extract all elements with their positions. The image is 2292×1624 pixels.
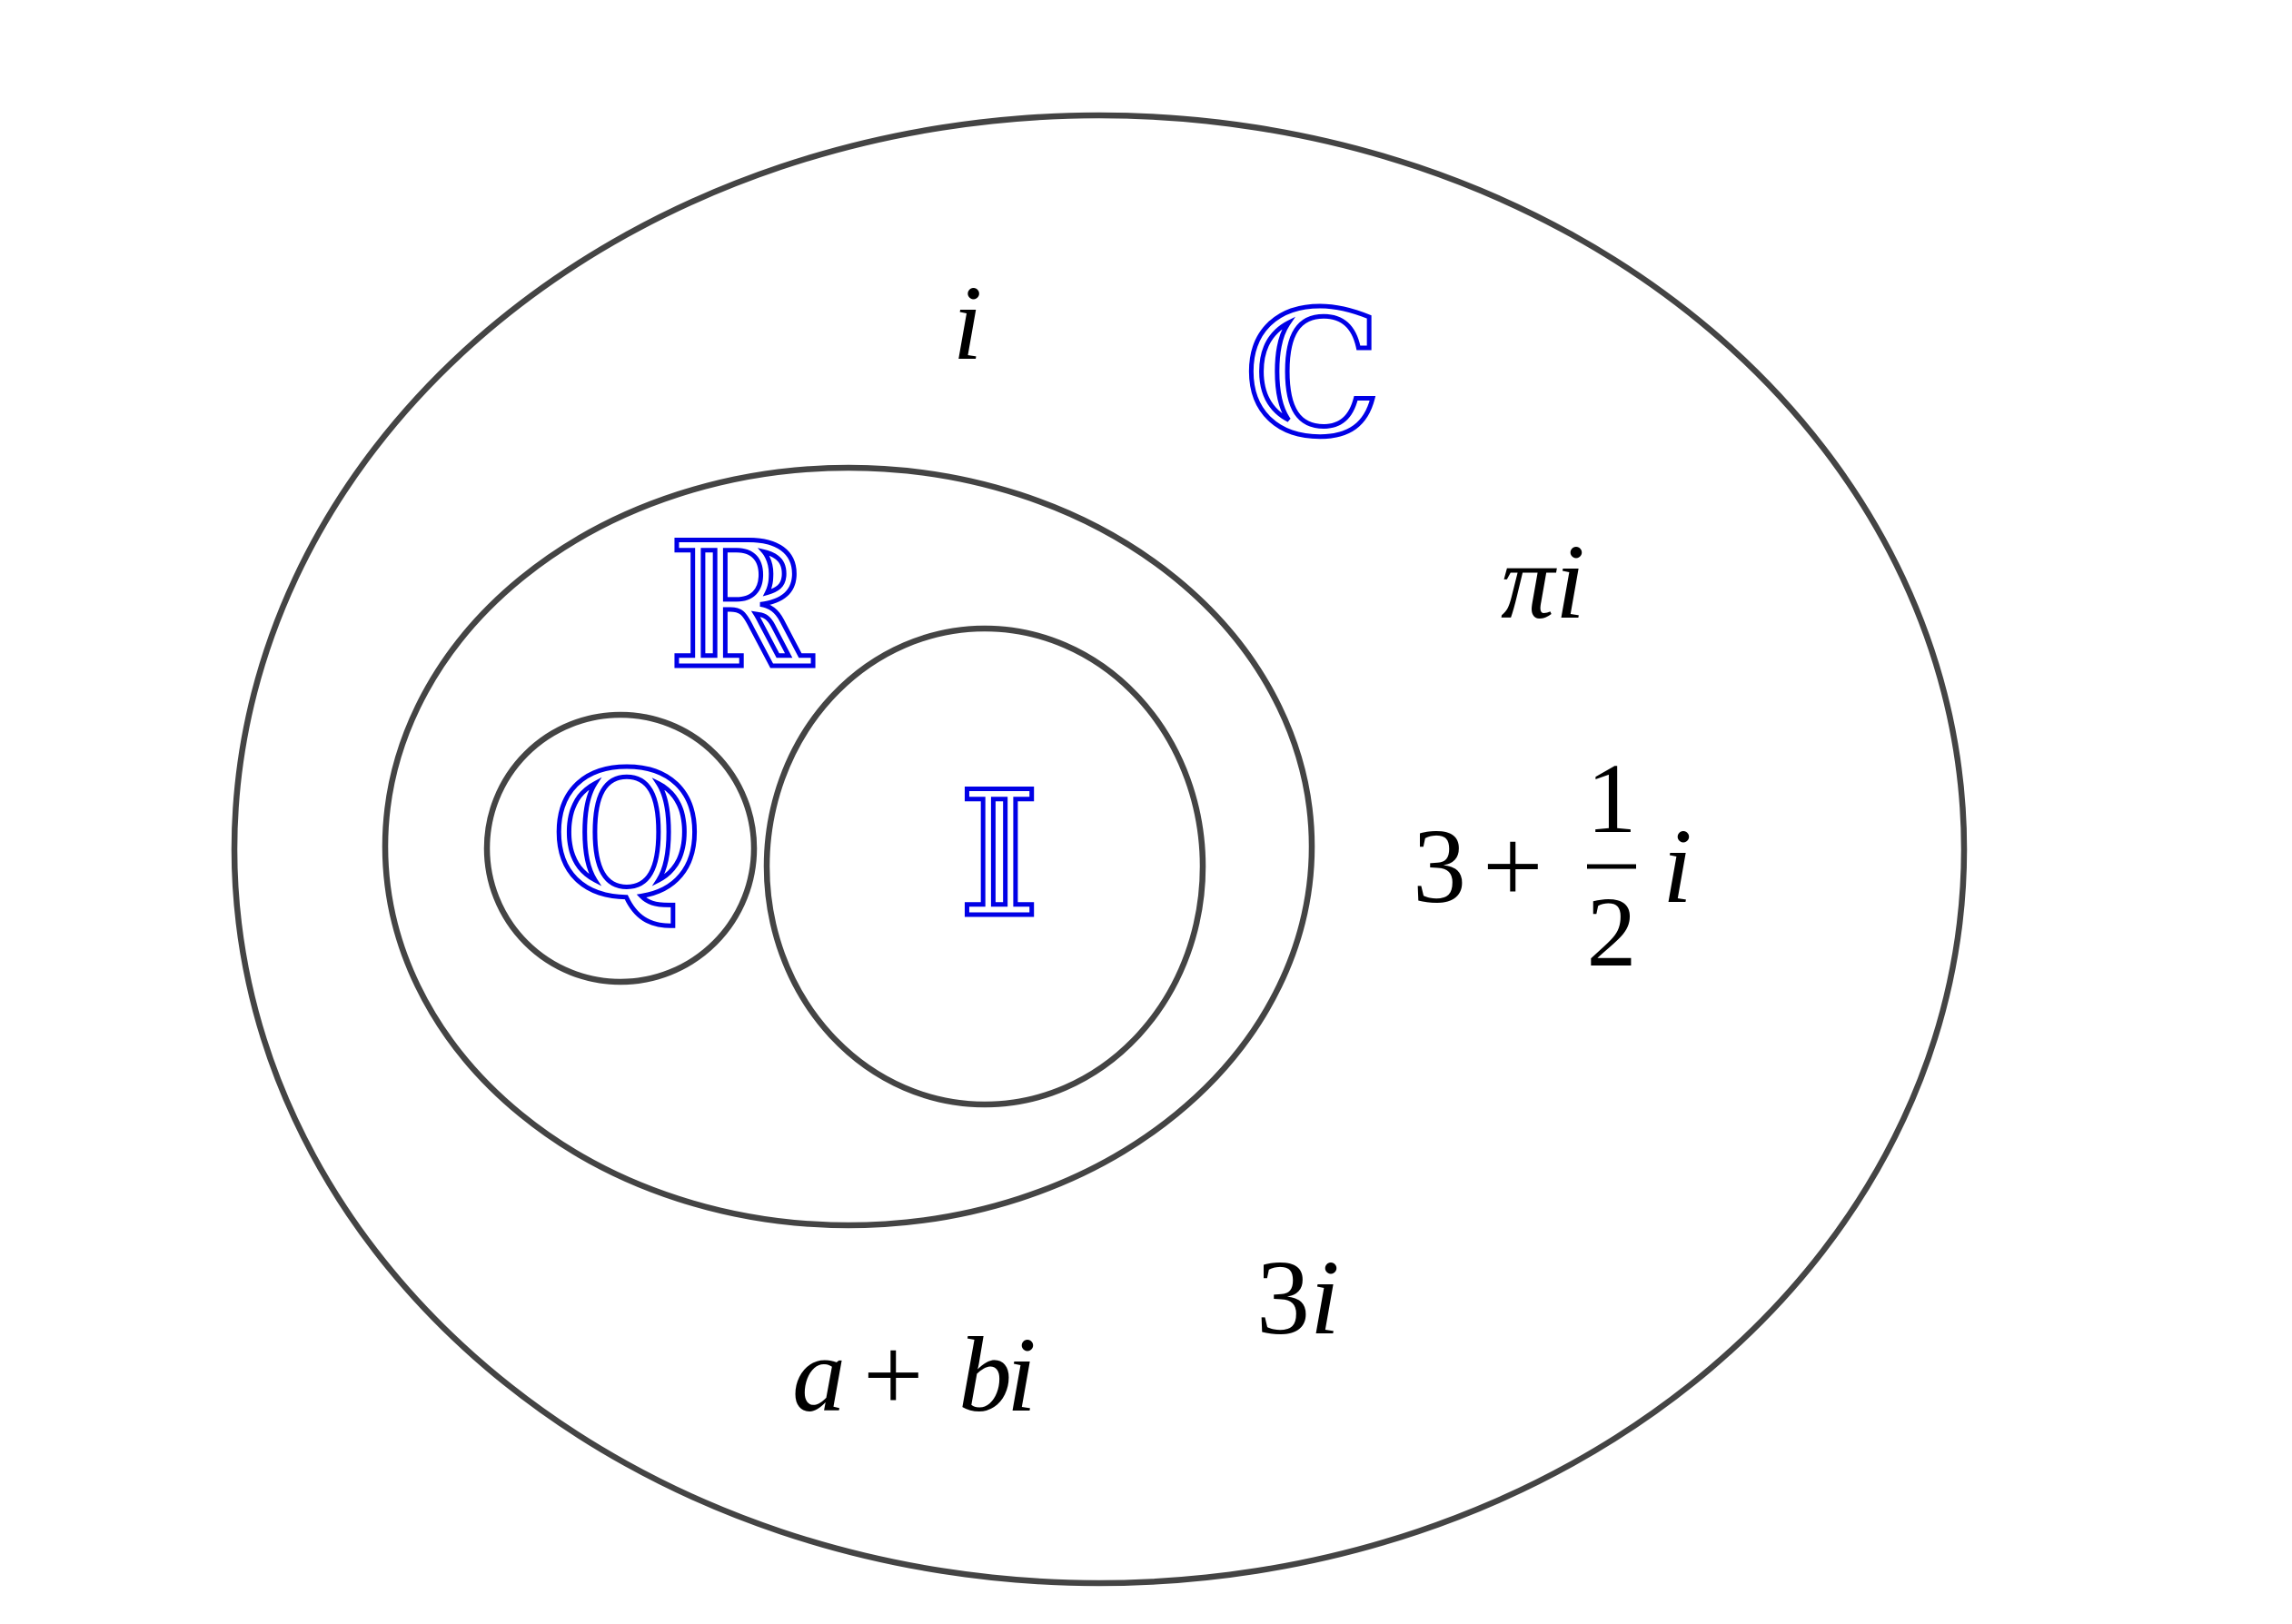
element-pi-i-pi: π (1501, 522, 1557, 641)
element-plus: + (863, 1315, 924, 1434)
element-three-plus-half-i: 3 + 1 2 i (1413, 743, 1692, 987)
rational-set-symbol: ℚ (551, 735, 702, 936)
plus-sign: + (1483, 807, 1543, 926)
fraction-denominator: 2 (1587, 876, 1637, 987)
element-a: a (792, 1315, 846, 1434)
element-pi-i-i: i (1555, 522, 1585, 641)
element-b: b (958, 1315, 1012, 1434)
whole-part: 3 (1413, 807, 1466, 926)
element-pi-i: π i (1501, 522, 1585, 641)
rational-set-boundary (483, 711, 758, 985)
real-set-boundary (382, 464, 1315, 1229)
element-a-plus-bi: a + b i (792, 1315, 1037, 1434)
complex-set-symbol: ℂ (1244, 274, 1381, 475)
real-set-symbol: ℝ (669, 506, 814, 707)
complex-set-boundary (231, 112, 1968, 1587)
element-three-i: 3 i (1256, 1238, 1340, 1357)
element-i: i (953, 263, 983, 382)
imaginary-unit: i (1662, 807, 1692, 926)
element-a-plus-bi-i: i (1007, 1315, 1037, 1434)
irrational-set-symbol: 𝕀 (959, 755, 1040, 956)
element-three-i-coef: 3 (1256, 1238, 1310, 1357)
irrational-set-boundary (763, 625, 1206, 1108)
fraction-numerator: 1 (1587, 743, 1637, 854)
element-three-i-i: i (1310, 1238, 1340, 1357)
